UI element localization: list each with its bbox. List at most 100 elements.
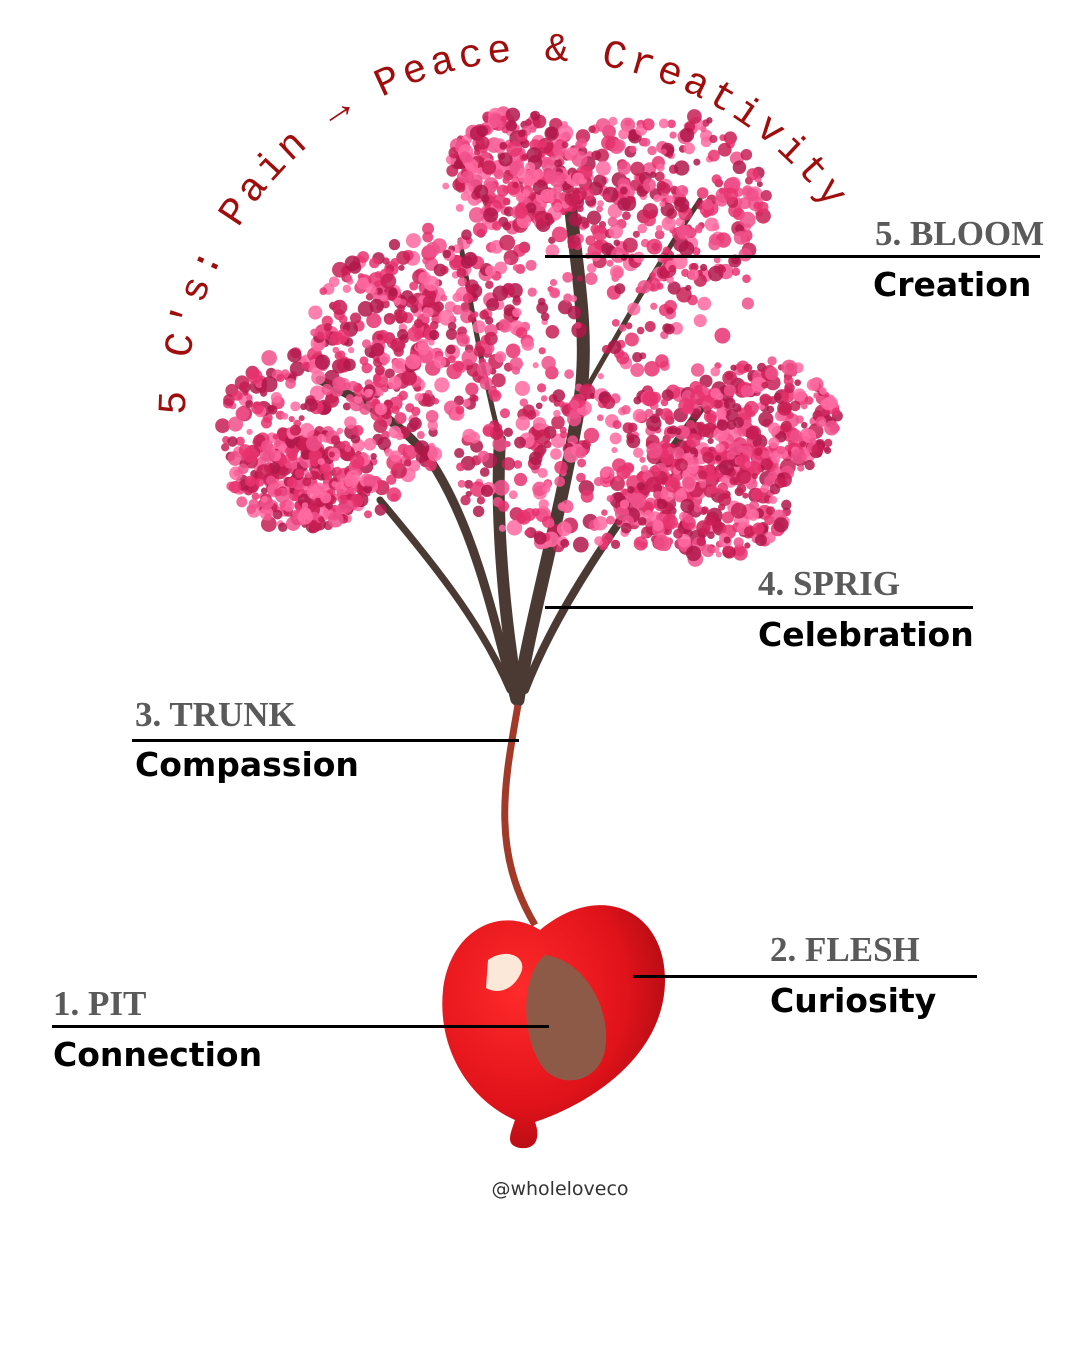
blossom-mark	[646, 238, 663, 255]
blossom-mark	[481, 160, 497, 175]
blossom-mark	[384, 317, 392, 325]
blossom-mark	[361, 339, 372, 349]
blossom-mark	[549, 171, 565, 188]
blossom-mark	[498, 152, 513, 167]
blossom-mark	[327, 511, 344, 528]
blossom-mark	[374, 403, 388, 416]
blossom-mark	[723, 187, 738, 202]
blossom-mark	[685, 545, 702, 562]
blossom-mark	[640, 464, 649, 473]
blossom-mark	[334, 351, 343, 360]
stage-5-heading: 5. BLOOM	[875, 214, 1045, 253]
blossom-mark	[462, 399, 471, 408]
blossom-mark	[506, 140, 523, 157]
blossom-mark	[685, 284, 692, 292]
blossom-mark	[649, 272, 656, 279]
blossom-mark	[532, 481, 547, 497]
blossom-mark	[564, 369, 574, 379]
blossom-mark	[632, 408, 647, 423]
blossom-mark	[476, 361, 493, 377]
blossom-mark	[586, 263, 597, 273]
blossom-mark	[606, 515, 615, 525]
blossom-mark	[260, 417, 272, 429]
blossom-mark	[696, 187, 709, 199]
blossom-mark	[432, 397, 440, 405]
blossom-mark	[544, 213, 553, 221]
blossom-mark	[704, 515, 715, 526]
blossom-mark	[715, 551, 722, 558]
blossom-mark	[644, 321, 656, 333]
blossom-mark	[564, 190, 581, 207]
blossom-mark	[456, 333, 470, 347]
blossom-mark	[484, 331, 498, 346]
blossom-mark	[613, 139, 626, 152]
blossom-mark	[363, 510, 372, 519]
blossom-mark	[321, 383, 333, 396]
blossom-mark	[824, 420, 840, 436]
blossom-mark	[704, 217, 719, 232]
blossom-mark	[455, 405, 465, 415]
blossom-mark	[287, 348, 302, 363]
blossom-mark	[695, 224, 703, 232]
blossom-mark	[469, 394, 477, 402]
blossom-mark	[343, 382, 352, 391]
blossom-mark	[251, 401, 264, 415]
blossom-mark	[408, 460, 421, 472]
blossom-mark	[331, 299, 348, 315]
blossom-mark	[686, 419, 696, 429]
blossom-mark	[282, 499, 295, 512]
blossom-mark	[590, 224, 601, 235]
blossom-mark	[542, 485, 551, 493]
blossom-mark	[711, 174, 722, 185]
blossom-mark	[260, 516, 277, 532]
blossom-mark	[245, 399, 254, 408]
blossom-mark	[440, 294, 448, 302]
blossom-mark	[557, 502, 567, 511]
blossom-mark	[746, 425, 762, 440]
blossom-mark	[318, 516, 325, 523]
blossom-mark	[742, 419, 752, 429]
blossom-mark	[607, 216, 618, 227]
blossom-mark	[768, 437, 780, 449]
blossom-mark	[247, 368, 263, 384]
blossom-mark	[806, 378, 819, 391]
blossom-mark	[701, 506, 709, 515]
blossom-mark	[332, 261, 348, 278]
blossom-mark	[532, 362, 539, 369]
blossom-mark	[261, 350, 277, 366]
blossom-mark	[514, 205, 528, 219]
blossom-mark	[445, 344, 456, 355]
blossom-mark	[301, 502, 309, 509]
blossom-mark	[414, 440, 430, 456]
stage-2-heading: 2. FLESH	[770, 930, 920, 969]
blossom-mark	[627, 422, 638, 433]
blossom-mark	[496, 184, 509, 197]
blossom-mark	[746, 168, 759, 181]
blossom-mark	[601, 509, 608, 516]
blossom-mark	[394, 412, 407, 425]
blossom-mark	[512, 307, 522, 318]
blossom-mark	[733, 230, 748, 245]
stage-4-label: Celebration	[758, 615, 974, 654]
blossom-mark	[699, 263, 708, 272]
blossom-mark	[560, 431, 568, 439]
blossom-mark	[567, 412, 582, 427]
blossom-mark	[680, 498, 695, 513]
blossom-mark	[330, 435, 341, 445]
blossom-mark	[656, 498, 668, 510]
blossom-mark	[712, 520, 724, 533]
blossom-mark	[332, 466, 342, 476]
blossom-mark	[667, 119, 676, 129]
blossom-mark	[332, 346, 340, 354]
blossom-mark	[577, 458, 587, 468]
blossom-mark	[598, 221, 607, 229]
blossom-mark	[620, 117, 636, 133]
blossom-mark	[515, 192, 526, 202]
blossom-mark	[656, 163, 665, 172]
blossom-mark	[502, 176, 510, 184]
blossom-mark	[359, 356, 369, 366]
blossom-mark	[491, 373, 506, 388]
blossom-mark	[474, 149, 481, 156]
blossom-mark	[668, 265, 676, 273]
blossom-mark	[513, 472, 528, 487]
